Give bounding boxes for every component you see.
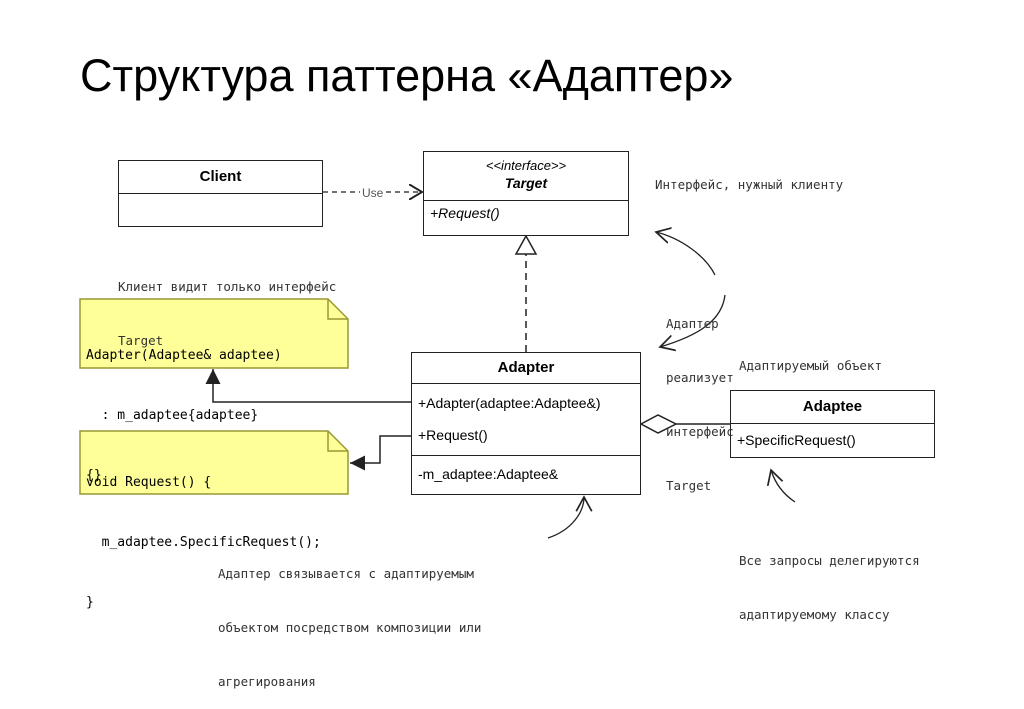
adaptee-class-name: Adaptee xyxy=(802,398,863,415)
adapter-class: Adapter +Adapter(adaptee:Adaptee&) +Requ… xyxy=(411,352,641,495)
comment-line: Target xyxy=(118,333,164,348)
code-note-constructor: Adapter(Adaptee& adaptee) : m_adaptee{ad… xyxy=(86,306,282,506)
comment-composition: Адаптер связывается с адаптируемым объек… xyxy=(218,529,481,709)
code-line: : m_adaptee{adaptee} xyxy=(86,408,259,423)
code-note-constructor-shape xyxy=(79,298,349,369)
code-line: Adapter(Adaptee& adaptee) xyxy=(86,348,282,363)
comment-client-sees: Клиент видит только интерфейс Target xyxy=(118,242,336,368)
adaptee-class: Adaptee +SpecificRequest() xyxy=(730,390,935,458)
pointer-composition-arrow xyxy=(547,497,584,539)
comment-line: реализует xyxy=(666,370,734,385)
link-constructor-note xyxy=(205,369,411,403)
client-class-name: Client xyxy=(199,168,242,185)
diagram-connectors xyxy=(79,0,796,539)
client-class: Client xyxy=(118,160,323,227)
comment-line: Все запросы делегируются xyxy=(739,553,920,568)
comment-line: Target xyxy=(666,478,712,493)
pointer-target-arrow xyxy=(656,232,716,276)
use-label: Use xyxy=(360,186,386,200)
comment-line: Клиент видит только интерфейс xyxy=(118,279,337,294)
adapter-field: -m_adaptee:Adaptee& xyxy=(418,466,559,482)
realization-triangle xyxy=(514,234,538,255)
code-line: m_adaptee.SpecificRequest(); xyxy=(86,535,321,550)
adapter-method-request: +Request() xyxy=(418,427,488,443)
adapter-class-name: Adapter xyxy=(497,359,555,376)
code-line: {} xyxy=(86,468,102,483)
target-method: +Request() xyxy=(430,205,500,221)
code-line: void Request() { xyxy=(86,475,212,490)
link-request-note xyxy=(350,435,411,471)
slide-title: Структура паттерна «Адаптер» xyxy=(80,50,734,101)
comment-adapter-implements: Адаптер реализует интерфейс Target xyxy=(666,279,734,513)
adapter-method-constructor: +Adapter(adaptee:Adaptee&) xyxy=(418,395,601,411)
comment-line: адаптируемому классу xyxy=(739,607,890,622)
comment-adaptee-object: Адаптируемый объект xyxy=(739,358,882,373)
adaptee-method: +SpecificRequest() xyxy=(737,432,856,448)
comment-delegation: Все запросы делегируются адаптируемому к… xyxy=(739,516,920,642)
target-stereotype: <<interface>> xyxy=(485,158,567,173)
aggregation-diamond xyxy=(639,414,678,434)
code-note-request-shape xyxy=(79,430,349,495)
comment-line: объектом посредством композиции или xyxy=(218,620,482,635)
comment-line: интерфейс xyxy=(666,424,734,439)
target-interface: <<interface>> Target +Request() xyxy=(423,151,629,236)
comment-line: Адаптер xyxy=(666,316,719,331)
pointer-delegation-arrow xyxy=(771,470,796,503)
code-note-request: void Request() { m_adaptee.SpecificReque… xyxy=(86,433,321,633)
comment-line: Адаптер связывается с адаптируемым xyxy=(218,566,474,581)
comment-line: агрегирования xyxy=(218,674,316,689)
pointer-adapter-arrow xyxy=(660,294,726,347)
comment-target-interface: Интерфейс, нужный клиенту xyxy=(655,177,844,192)
target-name: Target xyxy=(504,175,548,191)
